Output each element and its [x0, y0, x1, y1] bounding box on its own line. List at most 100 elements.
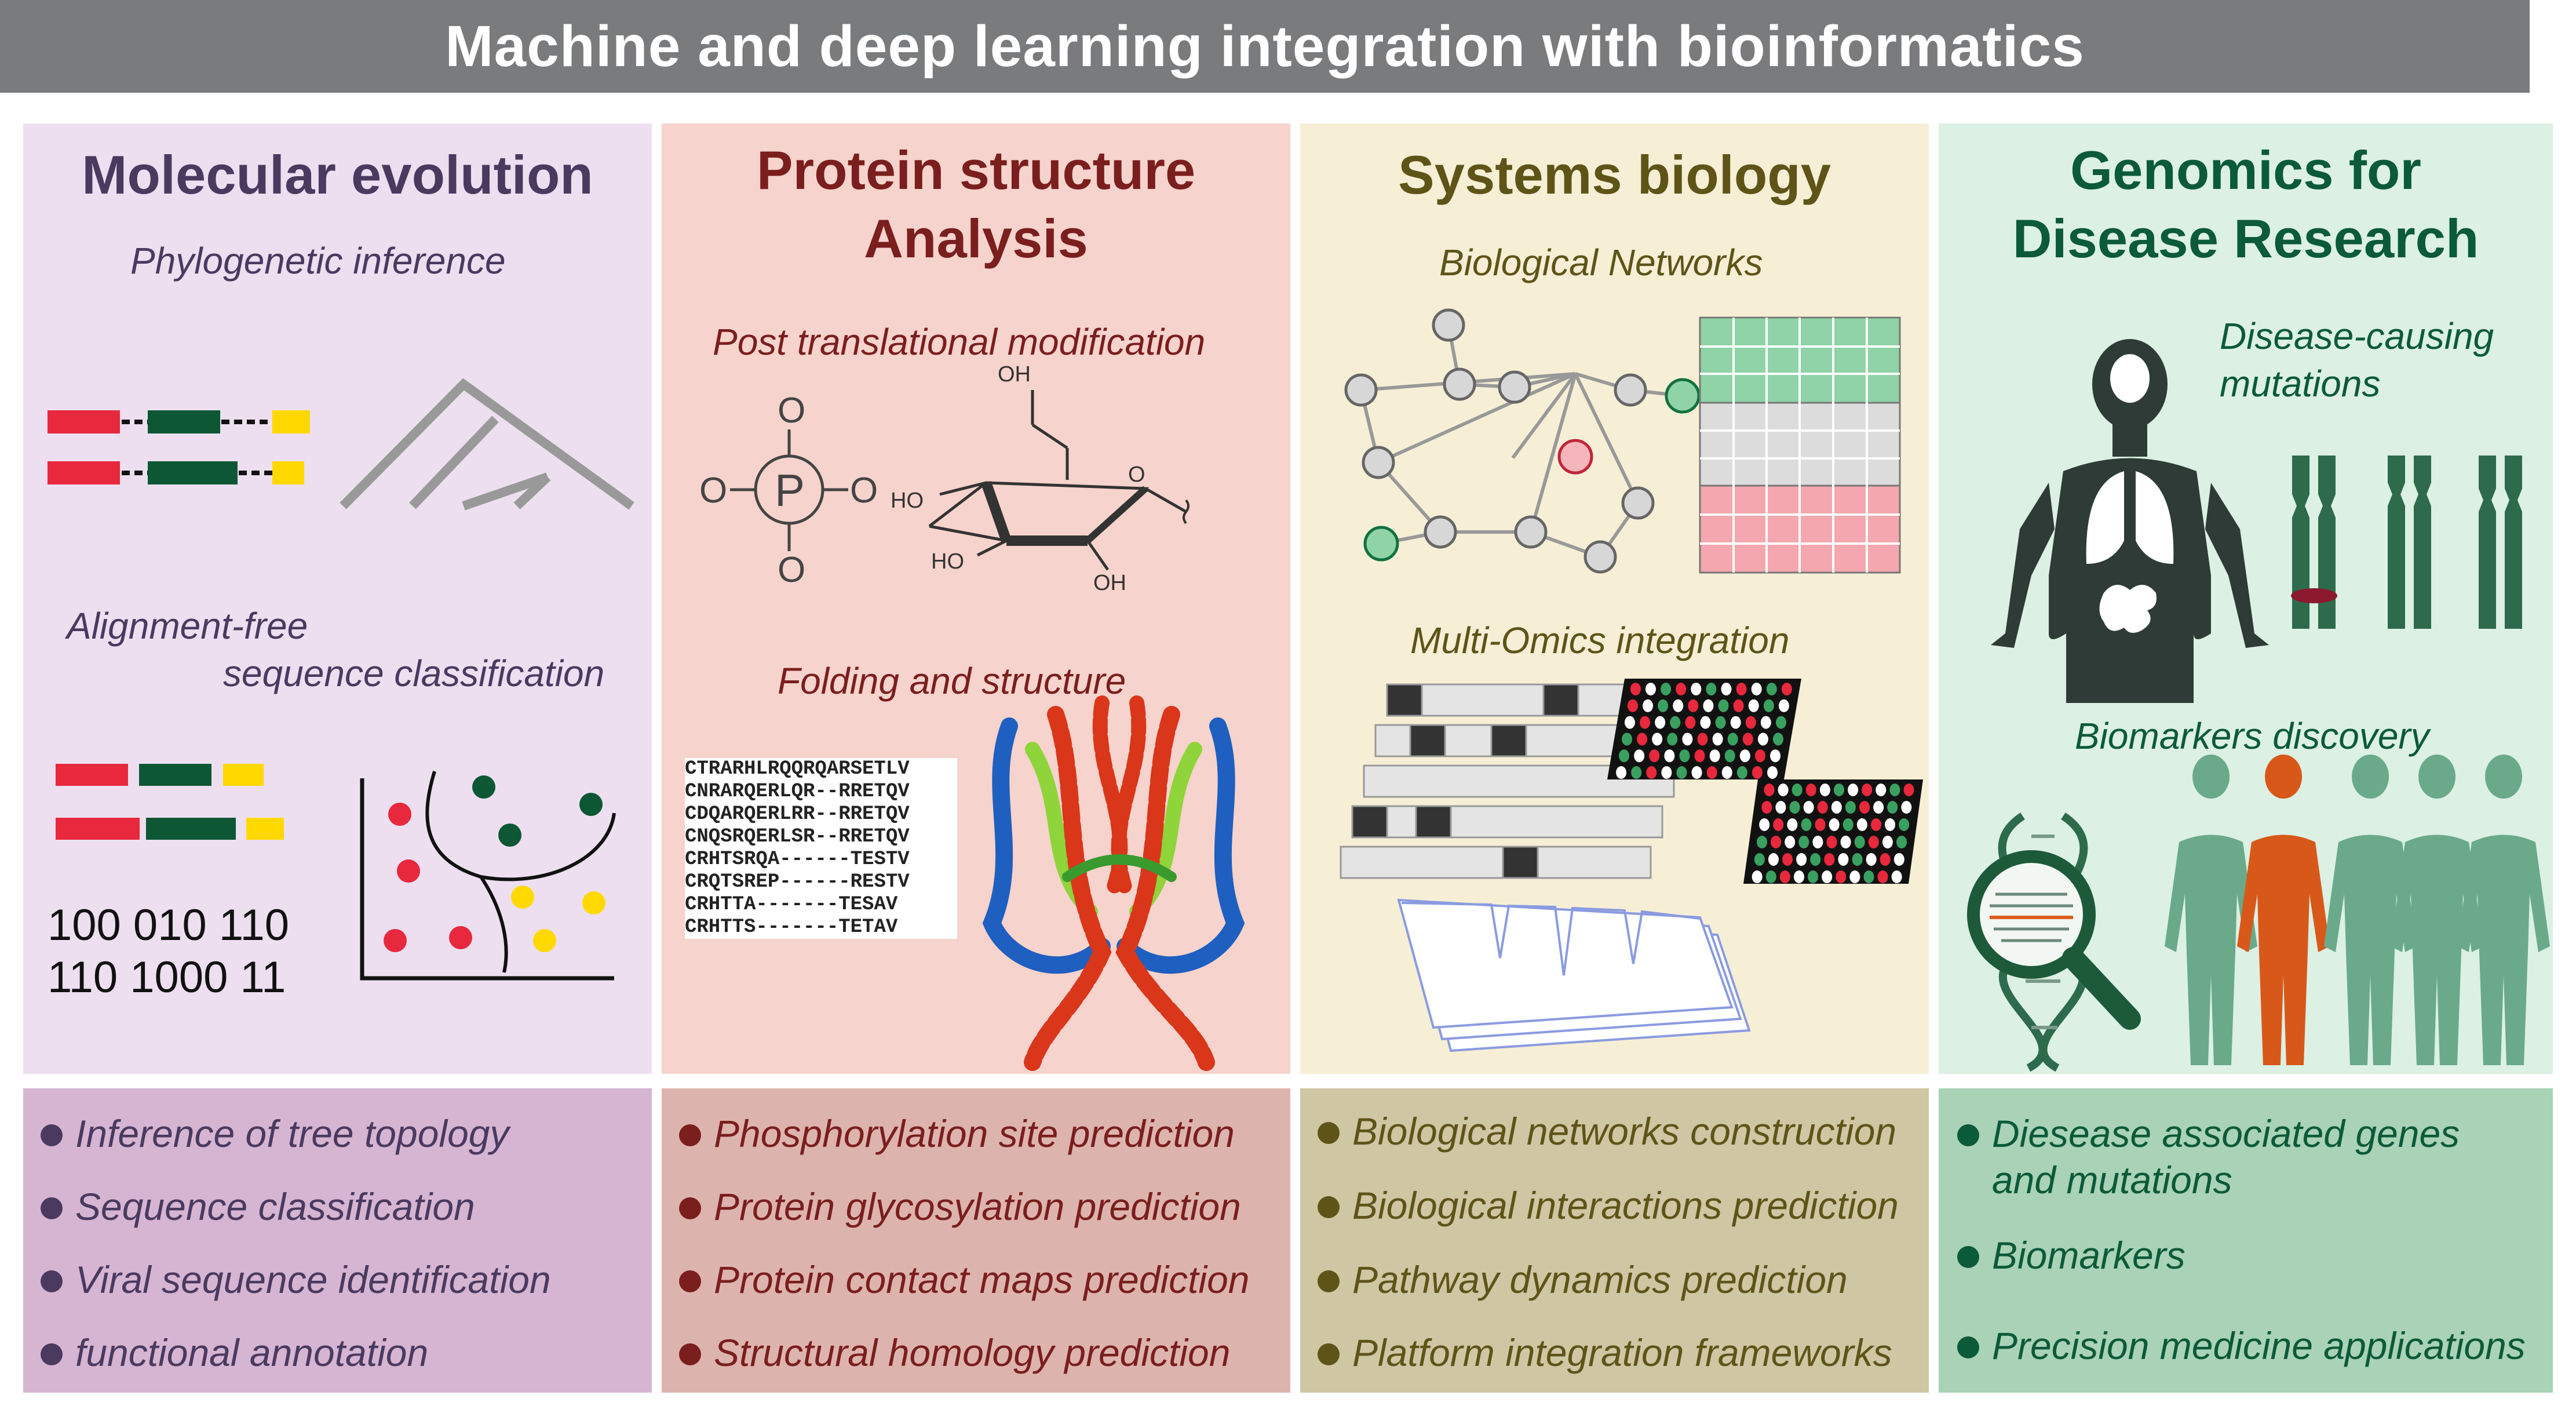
protein-ribbon-structure-icon — [982, 695, 1245, 1071]
omics-dot — [1736, 766, 1747, 779]
omics-dot — [1770, 749, 1781, 763]
bullet — [41, 1270, 63, 1292]
segment-row-2 — [48, 461, 304, 484]
page-title: Machine and deep learning integration wi… — [445, 13, 2085, 79]
omics-dot — [1778, 699, 1789, 712]
panel-molecular-evolution: Molecular evolution Phylogenetic inferen… — [23, 123, 652, 1074]
subtitle-ptm: Post translational modification — [713, 321, 1206, 363]
list-item-continued: and mutations — [1992, 1158, 2232, 1201]
omics-dot — [1880, 853, 1891, 866]
oxygen-left-label: O — [699, 471, 728, 511]
omics-dot — [1661, 683, 1672, 695]
omics-dot — [1779, 870, 1790, 883]
omics-dot — [1852, 853, 1863, 866]
bullet — [41, 1197, 63, 1219]
omics-dot — [1676, 766, 1687, 779]
panel-protein-structure: Protein structure Analysis Post translat… — [662, 123, 1290, 1074]
omics-dot — [1803, 801, 1814, 814]
panel-molecular-evolution-applications: Inference of tree topology Sequence clas… — [23, 1088, 652, 1393]
omics-dot — [1764, 784, 1775, 796]
omics-dot — [1670, 716, 1681, 729]
omics-dot — [1661, 766, 1672, 779]
omics-dot — [1724, 749, 1735, 763]
omics-dot — [1862, 784, 1873, 796]
bullet — [679, 1343, 701, 1365]
bullet — [679, 1124, 701, 1146]
omics-dot — [1703, 699, 1714, 712]
omics-dot — [1688, 699, 1699, 712]
omics-dot — [1757, 836, 1767, 848]
omics-dot — [1627, 699, 1638, 712]
panel-title-line-1: Genomics for — [2070, 140, 2421, 201]
panel-title-line-2: Disease Research — [2012, 208, 2479, 269]
omics-dot — [1645, 683, 1656, 695]
omics-dot — [1767, 766, 1778, 779]
omics-dot — [1870, 818, 1881, 831]
omics-dot — [1624, 716, 1635, 729]
list-item: Precision medicine applications — [1992, 1324, 2526, 1367]
omics-dot — [1733, 699, 1744, 712]
omics-dot — [1676, 683, 1687, 695]
chromosome-icons — [2292, 456, 2522, 629]
list-item: Protein glycosylation prediction — [714, 1185, 1241, 1228]
omics-dot — [1856, 818, 1867, 831]
omics-dot — [1849, 870, 1860, 883]
omics-dot — [1893, 853, 1904, 866]
omics-dot — [1826, 836, 1837, 848]
omics-dot — [1805, 784, 1816, 796]
omics-dot — [1876, 784, 1887, 796]
omics-dot — [1873, 801, 1884, 814]
list-item: Phosphorylation site prediction — [714, 1112, 1235, 1155]
omics-dot — [1854, 836, 1865, 848]
omics-dot — [1789, 801, 1800, 814]
hydroxyl-left-label-1: HO — [891, 489, 924, 513]
oxygen-right-label: O — [850, 471, 878, 511]
bullet — [679, 1197, 701, 1219]
omics-dot — [1721, 766, 1732, 779]
bullet — [1318, 1196, 1340, 1218]
list-item: Pathway dynamics prediction — [1352, 1258, 1848, 1301]
phylogenetic-tree-icon — [340, 378, 634, 511]
layered-sheets-icon — [1397, 898, 1751, 1052]
omics-dot — [1619, 749, 1630, 763]
list-item: Biomarkers — [1992, 1234, 2185, 1277]
genomics-graphics — [1967, 339, 2550, 1072]
binary-line-2: 110 1000 11 — [48, 953, 286, 1002]
omics-dot — [1754, 853, 1765, 866]
omics-dot — [1793, 870, 1804, 883]
hydroxyl-top-label: OH — [998, 362, 1031, 387]
bullet — [1318, 1343, 1340, 1365]
omics-dot — [1754, 749, 1765, 763]
hydroxyl-bottom-label: OH — [1093, 571, 1126, 595]
person-silhouette — [2165, 755, 2257, 1065]
omics-dot — [1771, 836, 1782, 848]
list-item: Protein contact maps prediction — [714, 1258, 1250, 1301]
omics-dot — [1706, 766, 1717, 779]
omics-dot — [1640, 716, 1651, 729]
sequence-row: CRQTSREP------RESTV — [685, 871, 910, 893]
omics-dot — [1781, 683, 1792, 695]
bullet — [41, 1343, 63, 1365]
omics-dot — [1773, 733, 1783, 746]
omics-dot — [1643, 699, 1654, 712]
omics-dot — [1882, 836, 1893, 848]
omics-dot — [1691, 683, 1702, 695]
omics-dot — [1736, 683, 1747, 695]
systems-biology-graphics — [1340, 308, 1923, 1052]
omics-dot — [1785, 836, 1796, 848]
ring-oxygen-label: O — [1128, 462, 1145, 487]
omics-dot — [1715, 716, 1726, 729]
omics-dot — [1782, 853, 1793, 866]
phosphorus-label: P — [775, 465, 805, 516]
omics-dot — [1868, 836, 1879, 848]
panel-genomics-disease: Genomics for Disease Research Disease-ca… — [1939, 123, 2553, 1074]
bullet — [1318, 1122, 1340, 1144]
omics-dot — [1877, 870, 1888, 883]
bullet — [1957, 1124, 1979, 1146]
mutation-marker — [2291, 588, 2337, 603]
subtitle-phylogenetic: Phylogenetic inference — [130, 240, 506, 282]
omics-dot — [1787, 818, 1798, 831]
omics-dot — [1831, 801, 1842, 814]
sequence-row: CNQSRQERLSR--RRETQV — [685, 826, 910, 848]
omics-dot — [1899, 818, 1910, 831]
